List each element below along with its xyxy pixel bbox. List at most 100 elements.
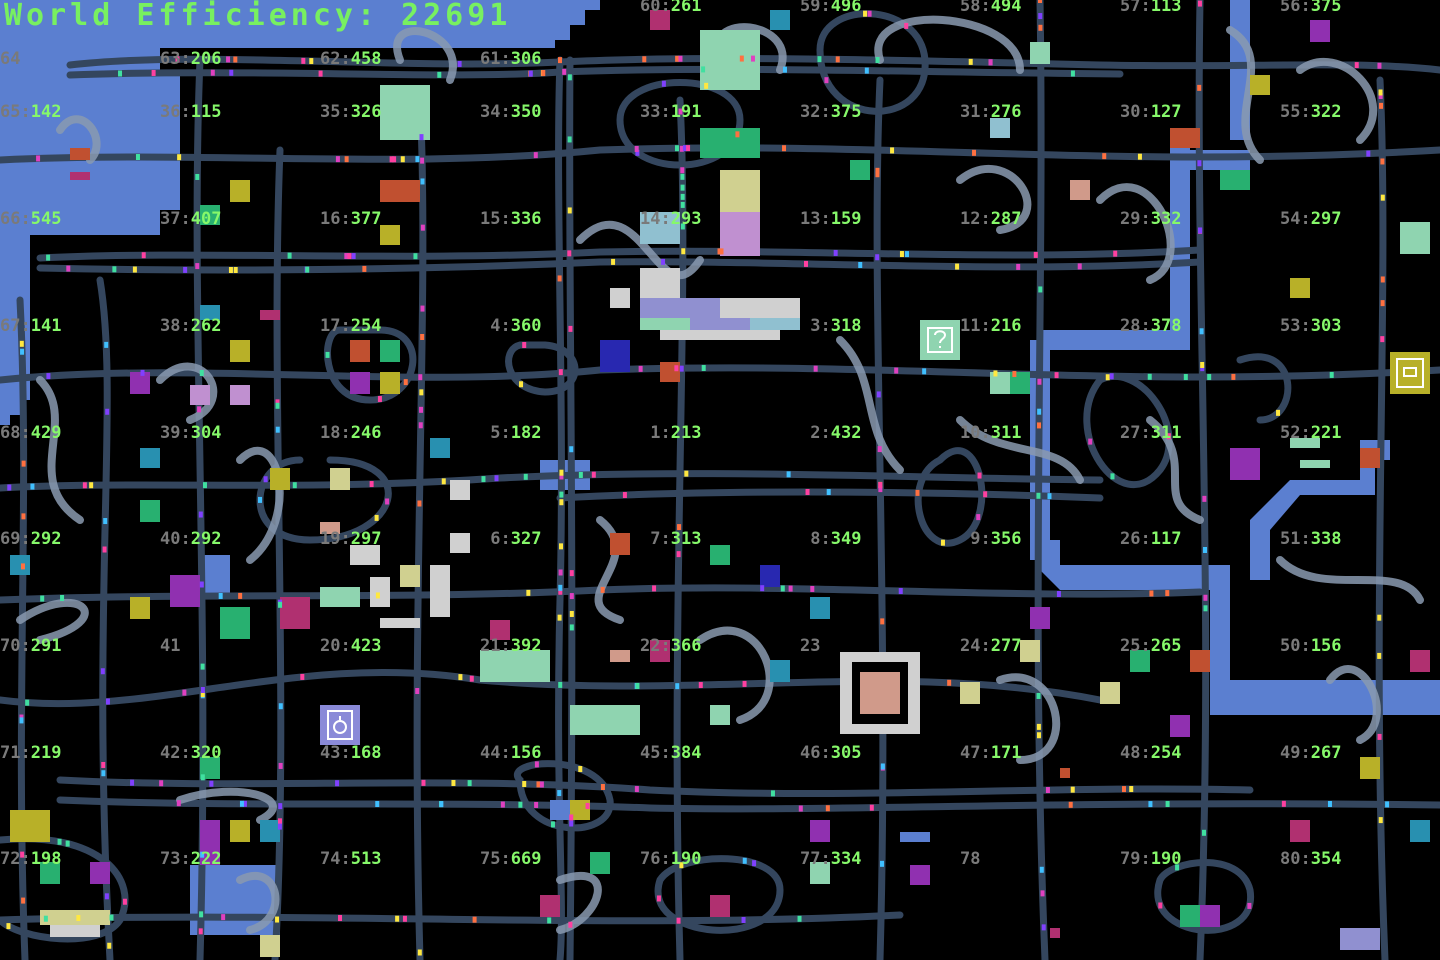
road[interactable] [36, 246, 1204, 262]
building[interactable] [430, 438, 450, 458]
building[interactable] [430, 565, 450, 617]
road[interactable] [1083, 373, 1173, 489]
building[interactable] [220, 607, 250, 639]
building[interactable] [260, 935, 280, 957]
building[interactable] [1200, 905, 1220, 927]
road[interactable] [271, 146, 285, 960]
building[interactable] [960, 682, 980, 704]
building[interactable] [1170, 715, 1190, 737]
road[interactable] [566, 56, 576, 960]
building[interactable] [720, 298, 800, 318]
building[interactable] [1290, 820, 1310, 842]
building[interactable] [330, 468, 350, 490]
building[interactable] [200, 205, 220, 225]
building[interactable] [810, 597, 830, 619]
car-sign-icon[interactable] [1390, 352, 1430, 394]
building[interactable] [270, 468, 290, 490]
building[interactable] [350, 372, 370, 394]
building[interactable] [810, 862, 830, 884]
road[interactable] [0, 911, 904, 925]
road[interactable] [1154, 859, 1254, 934]
building[interactable] [380, 85, 430, 140]
building[interactable] [570, 800, 590, 820]
building[interactable] [1030, 42, 1050, 64]
building[interactable] [350, 545, 380, 565]
building[interactable] [450, 533, 470, 553]
building[interactable] [40, 862, 60, 884]
building[interactable] [1020, 640, 1040, 662]
road[interactable] [66, 55, 1440, 74]
building[interactable] [760, 565, 780, 587]
road[interactable] [1236, 353, 1292, 424]
stopwatch-icon[interactable] [320, 705, 360, 745]
building[interactable] [1290, 278, 1310, 298]
building[interactable] [490, 620, 510, 640]
building[interactable] [170, 575, 200, 607]
road[interactable] [1195, 0, 1210, 960]
building[interactable] [260, 310, 280, 320]
building[interactable] [320, 522, 340, 534]
building[interactable] [130, 372, 150, 394]
building[interactable] [1300, 460, 1330, 468]
building[interactable] [230, 340, 250, 362]
building[interactable] [280, 597, 310, 629]
road[interactable] [505, 341, 579, 396]
building[interactable] [480, 650, 550, 682]
building[interactable] [770, 660, 790, 682]
building[interactable] [570, 705, 640, 735]
building[interactable] [1070, 180, 1090, 200]
building[interactable] [1410, 820, 1430, 842]
building[interactable] [640, 212, 680, 244]
road[interactable] [96, 276, 114, 960]
building[interactable] [720, 212, 760, 256]
building[interactable] [380, 618, 420, 628]
building[interactable] [600, 340, 630, 372]
building[interactable] [130, 597, 150, 619]
building[interactable] [40, 910, 110, 925]
building[interactable] [640, 268, 680, 298]
road[interactable] [1034, 0, 1049, 960]
building[interactable] [660, 330, 780, 340]
building[interactable] [1290, 438, 1320, 448]
building[interactable] [660, 362, 680, 382]
building[interactable] [370, 577, 390, 607]
road[interactable] [36, 258, 1204, 274]
road[interactable] [413, 96, 427, 960]
building[interactable] [380, 180, 420, 202]
building[interactable] [590, 852, 610, 874]
road[interactable] [56, 776, 1254, 798]
building[interactable] [1340, 928, 1380, 950]
building[interactable] [1060, 768, 1070, 778]
building[interactable] [1360, 757, 1380, 779]
building[interactable] [260, 820, 280, 842]
road[interactable] [816, 10, 929, 115]
hq-building[interactable] [840, 652, 920, 734]
building[interactable] [200, 305, 220, 320]
building[interactable] [700, 30, 760, 90]
building[interactable] [770, 10, 790, 30]
building[interactable] [450, 480, 470, 500]
building[interactable] [610, 650, 630, 662]
building[interactable] [750, 318, 800, 330]
building[interactable] [1130, 650, 1150, 672]
building[interactable] [400, 565, 420, 587]
building[interactable] [230, 180, 250, 202]
building[interactable] [640, 298, 720, 318]
building[interactable] [1230, 448, 1260, 480]
building[interactable] [1360, 448, 1380, 468]
building[interactable] [380, 340, 400, 362]
building[interactable] [1050, 928, 1060, 938]
building[interactable] [1220, 170, 1250, 190]
building[interactable] [90, 862, 110, 884]
building[interactable] [610, 533, 630, 555]
road[interactable] [513, 760, 614, 832]
building[interactable] [910, 865, 930, 885]
road[interactable] [0, 144, 1440, 164]
road[interactable] [1375, 76, 1389, 960]
building[interactable] [70, 148, 90, 160]
building[interactable] [10, 555, 30, 575]
building[interactable] [140, 448, 160, 468]
building[interactable] [1400, 222, 1430, 254]
building[interactable] [710, 705, 730, 725]
